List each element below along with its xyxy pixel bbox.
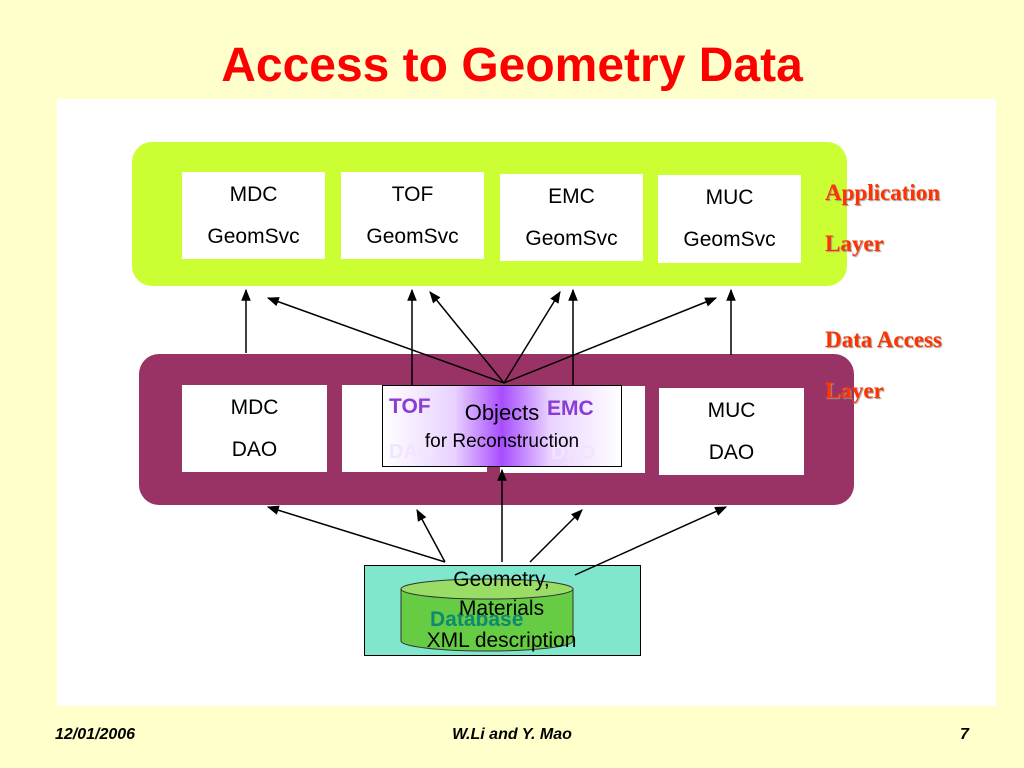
tof-geomsvc-line1: TOF xyxy=(391,182,434,206)
muc-dao-line2: DAO xyxy=(708,440,755,464)
objects-to-tof-arrow xyxy=(429,291,505,384)
footer-page-number: 7 xyxy=(960,726,969,743)
application-layer-label-line2: Layer xyxy=(825,231,884,256)
application-layer-label-line1: Application xyxy=(825,180,941,205)
emc-geomsvc-line1: EMC xyxy=(548,184,595,208)
db-to-tof-dao-arrow xyxy=(416,508,446,563)
objects-to-mdc-arrow xyxy=(266,297,505,384)
muc-geomsvc-line2: GeomSvc xyxy=(683,228,776,251)
mdc-geomsvc-line2: GeomSvc xyxy=(207,224,300,248)
objects-line2: for Reconstruction xyxy=(424,431,580,452)
emc-geomsvc-box: EMC GeomSvc xyxy=(500,174,643,261)
database-line2: Materials xyxy=(458,597,545,620)
database-line3: XML description xyxy=(426,629,577,652)
muc-geomsvc-line1: MUC xyxy=(705,186,754,209)
emc-dao-line2: DAO xyxy=(551,442,596,464)
db-to-emc-dao-arrow xyxy=(529,509,583,563)
footer-authors: W.Li and Y. Mao xyxy=(452,726,572,743)
database-label: Database xyxy=(430,608,524,631)
muc-dao-line1: MUC xyxy=(707,398,756,422)
muc-geomsvc-box: MUC GeomSvc xyxy=(658,175,801,263)
db-to-mdc-dao-arrow xyxy=(266,505,446,563)
objects-to-muc-arrow xyxy=(503,297,718,384)
tof-dao-line1: TOF xyxy=(389,395,431,418)
objects-to-emc-arrow xyxy=(503,290,561,384)
data-access-layer-label-line2: Layer xyxy=(825,378,884,403)
slide-title: Access to Geometry Data xyxy=(221,39,803,92)
database-cylinder-icon xyxy=(400,578,574,652)
footer-date: 12/01/2006 xyxy=(55,726,136,743)
data-access-layer-label-line1: Data Access xyxy=(825,327,942,352)
emc-dao-line1: EMC xyxy=(547,397,594,420)
database-line1: Geometry, xyxy=(453,568,550,591)
emc-geomsvc-line2: GeomSvc xyxy=(525,226,618,250)
mdc-dao-line2: DAO xyxy=(231,437,278,461)
tof-geomsvc-line2: GeomSvc xyxy=(366,224,459,248)
mdc-geomsvc-line1: MDC xyxy=(229,182,278,206)
tof-geomsvc-box: TOF GeomSvc xyxy=(341,172,484,259)
mdc-dao-line1: MDC xyxy=(230,395,279,419)
objects-line1: Objects xyxy=(464,400,540,425)
db-to-muc-dao-arrow xyxy=(574,506,728,576)
tof-dao-line2: DAO xyxy=(389,441,434,463)
objects-for-reconstruction-box: TOF EMC DAO DAO Objects for Reconstructi… xyxy=(382,385,622,467)
mdc-geomsvc-box: MDC GeomSvc xyxy=(182,172,325,259)
mdc-dao-box: MDC DAO xyxy=(182,385,327,472)
muc-dao-box: MUC DAO xyxy=(659,388,804,475)
